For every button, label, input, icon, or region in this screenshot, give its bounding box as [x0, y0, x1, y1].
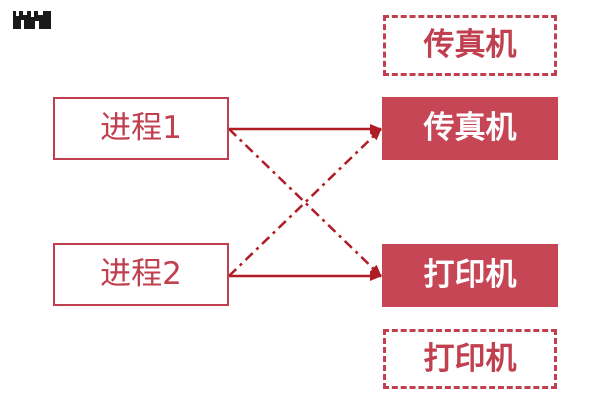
process-1-label: 进程1	[100, 110, 182, 146]
fax-requested-node: 传真机	[383, 15, 557, 76]
process-1-node: 进程1	[53, 97, 229, 160]
printer-node: 打印机	[382, 244, 558, 307]
printer-requested-label: 打印机	[423, 340, 517, 377]
logo-icon	[13, 11, 51, 29]
process-2-label: 进程2	[100, 256, 182, 292]
printer-requested-node: 打印机	[383, 329, 557, 389]
printer-label: 打印机	[423, 257, 517, 293]
process-2-node: 进程2	[53, 243, 229, 306]
fax-node: 传真机	[382, 97, 558, 160]
fax-label: 传真机	[423, 110, 517, 146]
edge-p1-printer	[228, 128, 382, 277]
edge-p2-fax	[228, 128, 382, 277]
fax-requested-label: 传真机	[423, 27, 517, 63]
